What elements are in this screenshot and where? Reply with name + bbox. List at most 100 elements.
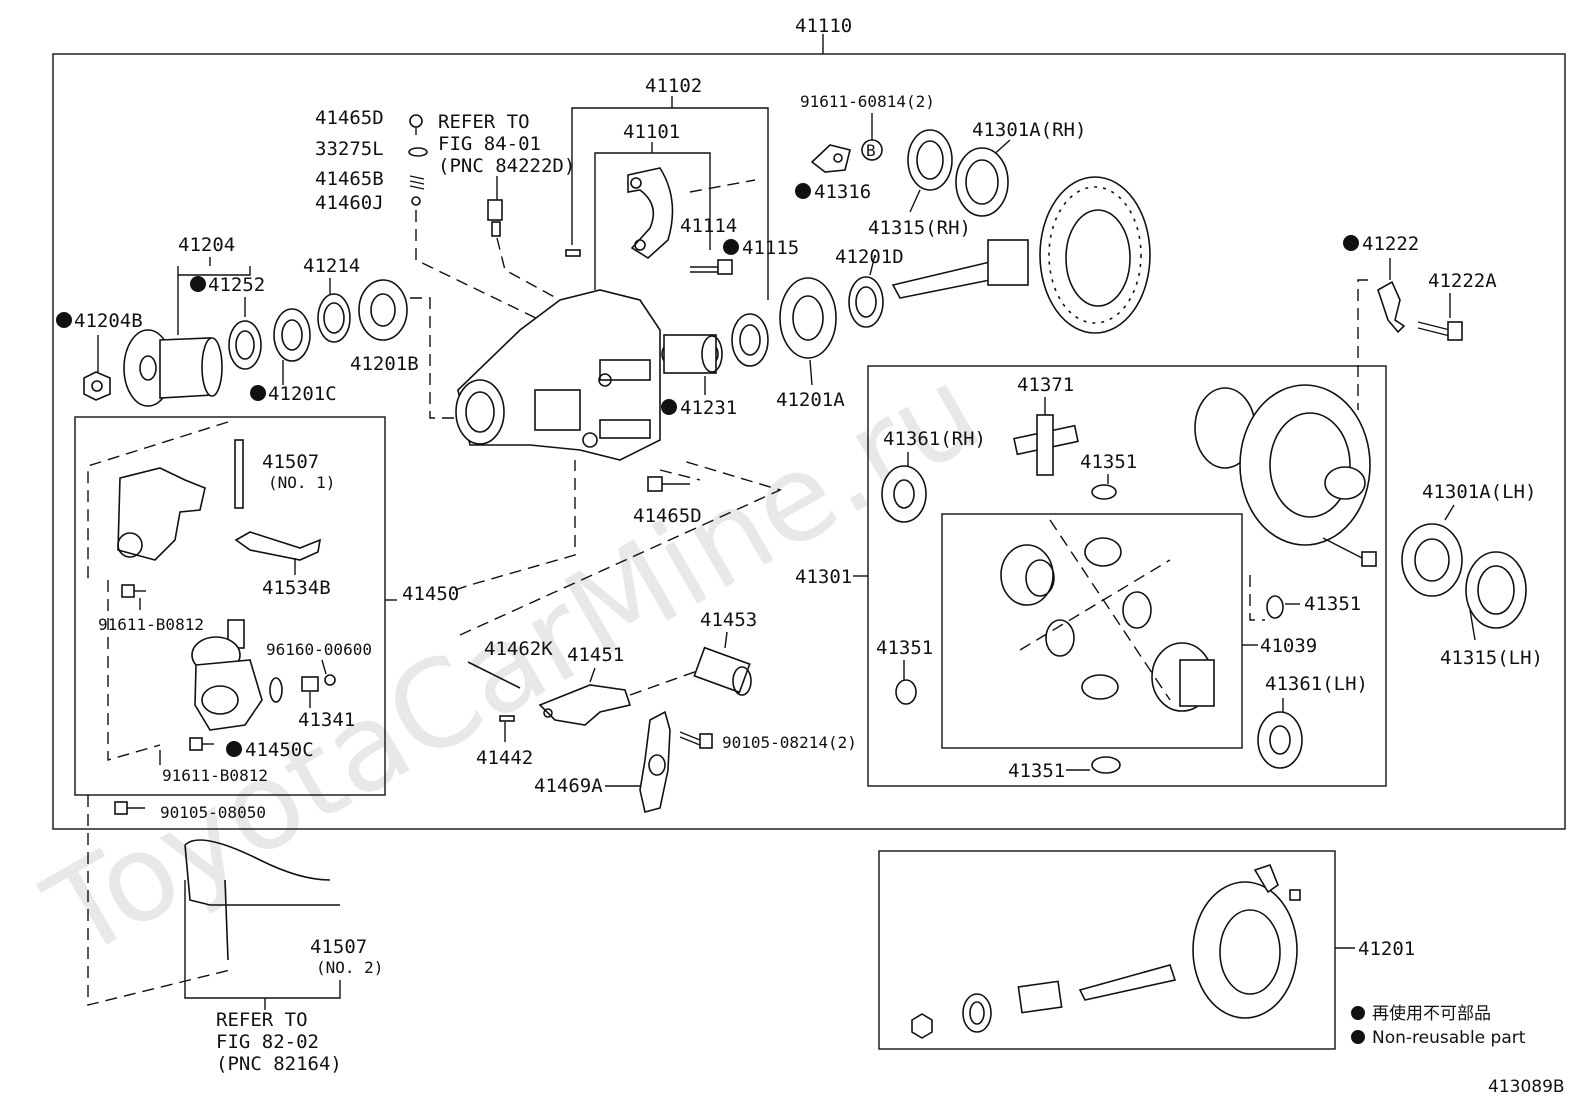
label-33275L[interactable]: 33275L [315, 138, 384, 160]
label-41462K[interactable]: 41462K [484, 638, 553, 660]
label-41222[interactable]: 41222 [1362, 233, 1419, 255]
shift-fork-icon [538, 684, 632, 726]
gear-kit-icon [911, 864, 1301, 1039]
bolt-90105-08214-icon [679, 731, 713, 749]
label-41465B[interactable]: 41465B [315, 168, 384, 190]
key-41442-icon [499, 715, 515, 722]
actuator-motor-icon [191, 619, 263, 731]
carrier-housing-icon [455, 289, 661, 461]
ball-icon [411, 196, 421, 206]
label-41351-c[interactable]: 41351 [1304, 593, 1361, 615]
label-41507-no2[interactable]: 41507 [310, 936, 367, 958]
label-41201A[interactable]: 41201A [776, 389, 845, 411]
label-91611-60814[interactable]: 91611-60814(2) [800, 92, 935, 111]
washer-41351-icon [1091, 484, 1117, 500]
gear-kit-box [878, 850, 1336, 1050]
adjusting-nut-lh-icon [1465, 551, 1527, 629]
label-41315-RH[interactable]: 41315(RH) [868, 217, 971, 239]
label-41252[interactable]: 41252 [208, 274, 265, 296]
label-41469A[interactable]: 41469A [534, 775, 603, 797]
bearing-cap-icon [627, 167, 674, 259]
label-41341[interactable]: 41341 [298, 709, 355, 731]
washer-41351-d-icon [1091, 756, 1121, 774]
label-41453[interactable]: 41453 [700, 609, 757, 631]
label-41507-no2-sub: (NO. 2) [316, 958, 383, 977]
legend-jp: 再使用不可部品 [1372, 1003, 1491, 1024]
label-41301A-LH[interactable]: 41301A(LH) [1422, 481, 1536, 503]
non-reusable-dot-icon [190, 276, 206, 292]
non-reusable-dot-icon [1343, 235, 1359, 251]
non-reusable-dot-icon [661, 399, 677, 415]
label-41201B[interactable]: 41201B [350, 353, 419, 375]
diagram-id: 413089B [1488, 1077, 1565, 1097]
bearing-41201B-icon [358, 279, 408, 341]
label-96160-00600[interactable]: 96160-00600 [266, 640, 372, 659]
legend-dot-icon [1351, 1030, 1365, 1044]
plug-bolt-icon [409, 114, 423, 135]
label-41110[interactable]: 41110 [795, 15, 852, 37]
b-marker-text: B [866, 141, 876, 160]
label-41201[interactable]: 41201 [1358, 938, 1415, 960]
label-41450C[interactable]: 41450C [245, 739, 314, 761]
label-41114[interactable]: 41114 [680, 215, 737, 237]
bracket-41534B-icon [234, 531, 322, 561]
label-41222A[interactable]: 41222A [1428, 270, 1497, 292]
label-41102[interactable]: 41102 [645, 75, 702, 97]
nut-icon [83, 371, 111, 401]
lock-41222-icon [1377, 280, 1406, 334]
label-41534B[interactable]: 41534B [262, 577, 331, 599]
bolt-91611-b-icon [189, 737, 214, 751]
refer-84-01-line1[interactable]: REFER TO [438, 111, 530, 133]
label-41204B[interactable]: 41204B [74, 310, 143, 332]
refer-82-02-line2[interactable]: FIG 82-02 [216, 1031, 319, 1053]
label-41201D[interactable]: 41201D [835, 246, 904, 268]
refer-84-01-line2[interactable]: FIG 84-01 [438, 133, 541, 155]
refer-82-02-line3[interactable]: (PNC 82164) [216, 1053, 342, 1075]
non-reusable-dot-icon [56, 312, 72, 328]
label-41204[interactable]: 41204 [178, 234, 235, 256]
label-41371[interactable]: 41371 [1017, 374, 1074, 396]
label-90105-08214[interactable]: 90105-08214(2) [722, 733, 857, 752]
lock-plate-icon [810, 144, 851, 173]
label-41231[interactable]: 41231 [680, 397, 737, 419]
label-41361-LH[interactable]: 41361(LH) [1265, 673, 1368, 695]
label-41507-no1[interactable]: 41507 [262, 451, 319, 473]
label-41460J[interactable]: 41460J [315, 192, 384, 214]
label-91611-B0812-b[interactable]: 91611-B0812 [162, 766, 268, 785]
label-41351-d[interactable]: 41351 [1008, 760, 1065, 782]
label-41442[interactable]: 41442 [476, 747, 533, 769]
bearing-41201A-icon [779, 277, 837, 359]
legend-dot-icon [1351, 1006, 1365, 1020]
label-41115[interactable]: 41115 [742, 237, 799, 259]
label-41450[interactable]: 41450 [402, 583, 459, 605]
label-91611-B0812-a[interactable]: 91611-B0812 [98, 615, 204, 634]
label-41039[interactable]: 41039 [1260, 635, 1317, 657]
switch-sensor-icon [487, 176, 503, 237]
bolt-90105-08050-icon [114, 801, 145, 815]
label-41301A-RH[interactable]: 41301A(RH) [972, 119, 1086, 141]
adjusting-nut-rh-icon [907, 129, 953, 191]
plug-41465D-icon [647, 476, 690, 492]
label-41201C[interactable]: 41201C [268, 383, 337, 405]
refer-84-01-line3[interactable]: (PNC 84222D) [438, 155, 575, 177]
refer-82-02-line1[interactable]: REFER TO [216, 1009, 308, 1031]
label-41351-b[interactable]: 41351 [876, 637, 933, 659]
label-41316[interactable]: 41316 [814, 181, 871, 203]
label-41465D-mid[interactable]: 41465D [633, 505, 702, 527]
drive-pinion-icon [891, 239, 1029, 299]
side-gear-lh-icon [1151, 642, 1215, 712]
label-41451[interactable]: 41451 [567, 644, 624, 666]
label-90105-08050[interactable]: 90105-08050 [160, 803, 266, 822]
label-41214[interactable]: 41214 [303, 255, 360, 277]
label-41301[interactable]: 41301 [795, 566, 852, 588]
label-41465D-top[interactable]: 41465D [315, 107, 384, 129]
washer-41214-icon [317, 293, 351, 343]
label-41315-LH[interactable]: 41315(LH) [1440, 647, 1543, 669]
label-41101[interactable]: 41101 [623, 121, 680, 143]
label-41361-RH[interactable]: 41361(RH) [883, 428, 986, 450]
legend-en: Non-reusable part [1372, 1028, 1526, 1048]
label-41351-a[interactable]: 41351 [1080, 451, 1137, 473]
oil-slinger-icon [273, 308, 311, 362]
side-gear-icon [1000, 544, 1055, 606]
companion-flange-icon [123, 329, 223, 407]
